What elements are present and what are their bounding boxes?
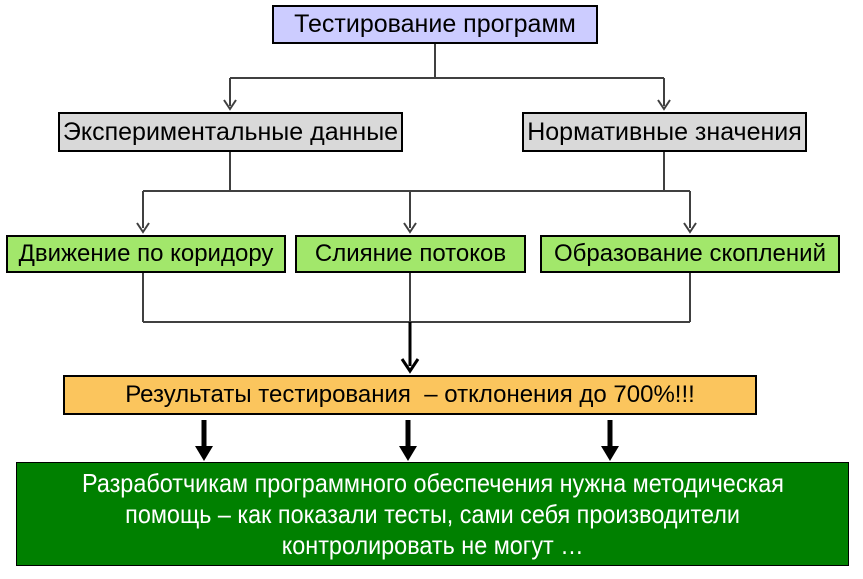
node-normative-values: Нормативные значения: [522, 112, 807, 152]
connector-sources-to-scenarios: [136, 152, 697, 234]
arrowhead-to-scenario-a: [136, 222, 150, 234]
node-corridor-movement: Движение по коридору: [6, 235, 286, 273]
node-experimental-data-label: Экспериментальные данные: [62, 117, 399, 146]
arrowhead-to-scenario-b: [403, 222, 417, 234]
arrowhead-to-result: [400, 358, 420, 374]
bold-arrow-head-right: [601, 446, 619, 461]
connector-scenarios-to-result: [142, 273, 691, 323]
node-flow-merging-label: Слияние потоков: [314, 240, 507, 267]
node-test-results-label: Результаты тестирования – отклонения до …: [125, 381, 695, 408]
node-program-testing-label: Тестирование программ: [294, 10, 576, 38]
node-test-results: Результаты тестирования – отклонения до …: [63, 375, 757, 415]
arrows-result-to-conclusion: [195, 420, 619, 461]
node-conclusion: Разработчикам программного обеспечения н…: [16, 462, 849, 566]
node-flow-merging: Слияние потоков: [295, 235, 526, 273]
connector-title-to-sources: [223, 44, 671, 111]
bold-arrow-head-left: [195, 446, 213, 461]
connector-bus-to-result: [400, 322, 420, 374]
node-program-testing: Тестирование программ: [272, 5, 598, 44]
bold-arrow-head-middle: [399, 446, 417, 461]
node-crowd-formation: Образование скоплений: [540, 235, 840, 273]
conclusion-line-3: контролировать не могут …: [281, 529, 584, 560]
conclusion-line-1: Разработчикам программного обеспечения н…: [81, 467, 784, 498]
arrowhead-to-scenario-c: [683, 222, 697, 234]
conclusion-line-2: помощь – как показали тесты, сами себя п…: [125, 498, 740, 529]
node-experimental-data: Экспериментальные данные: [58, 112, 403, 152]
node-corridor-movement-label: Движение по коридору: [18, 240, 274, 267]
node-normative-values-label: Нормативные значения: [527, 117, 802, 146]
arrowhead-to-source-right: [657, 99, 671, 111]
node-crowd-formation-label: Образование скоплений: [554, 240, 826, 267]
arrowhead-to-source-left: [223, 99, 237, 111]
